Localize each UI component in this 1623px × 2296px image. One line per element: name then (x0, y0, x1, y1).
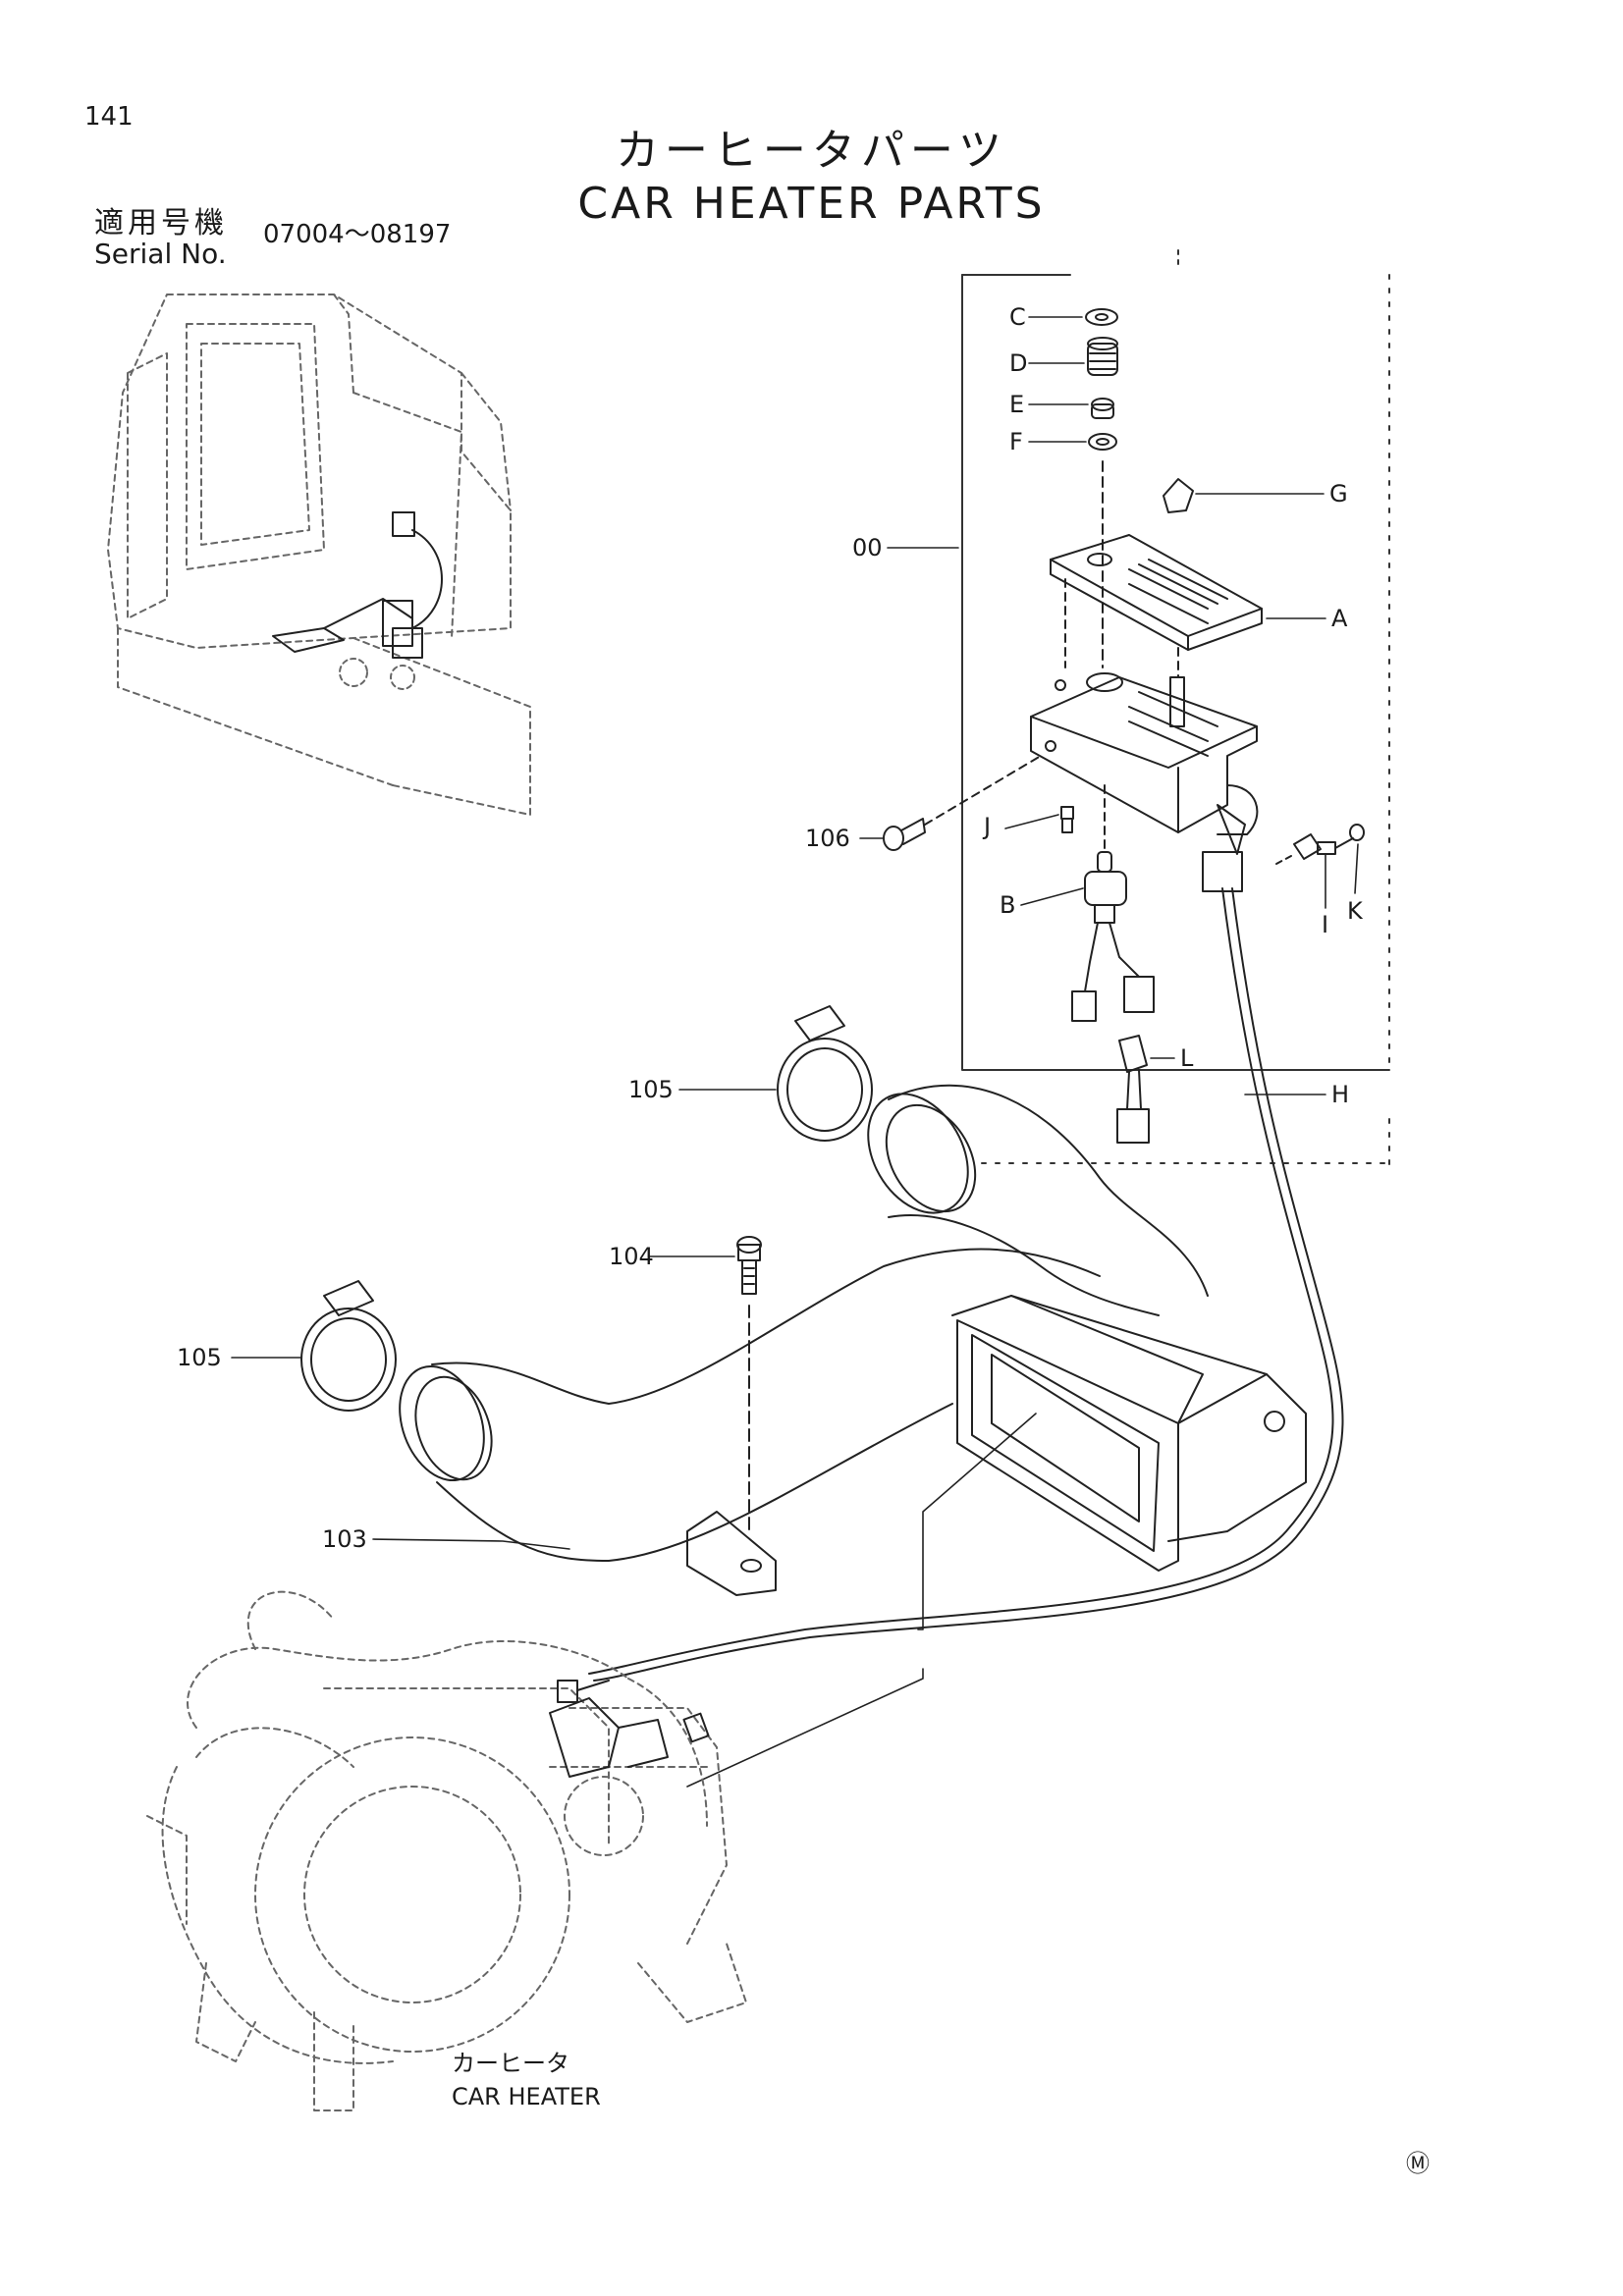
control-bracket (1030, 672, 1259, 892)
callout-f: F (1009, 428, 1023, 455)
callout-h: H (1331, 1081, 1350, 1108)
duct-103 (399, 1248, 1101, 1596)
duct-upper (867, 1084, 1209, 1316)
callout-j: J (984, 813, 992, 840)
serial-label-jp: 適用号機 (94, 206, 228, 240)
screw-j (1060, 806, 1074, 833)
callout-105-lower: 105 (177, 1344, 222, 1371)
cab-overview (107, 294, 531, 816)
heater-caption: CAR HEATER (452, 2083, 601, 2110)
cap-g (1163, 478, 1194, 513)
callout-106: 106 (805, 825, 850, 852)
cab-harness-detail (272, 511, 443, 690)
page-title-jp: カーヒータパーツ (615, 126, 1008, 176)
plate-a (1050, 534, 1263, 678)
connector-l (1116, 1035, 1150, 1144)
page-number: 141 (84, 102, 134, 132)
serial-label: Serial No. (94, 238, 227, 270)
callout-b: B (1000, 891, 1016, 919)
m-mark: Ⓜ (1406, 2150, 1430, 2177)
knob-parts (1085, 308, 1118, 668)
callout-105-upper: 105 (628, 1076, 674, 1103)
page-title: CAR HEATER PARTS (577, 179, 1046, 229)
clamp-105-upper (777, 1005, 873, 1142)
callout-d: D (1009, 349, 1028, 377)
clip-i-k (1275, 824, 1365, 865)
switch-b (1071, 784, 1155, 1022)
clamp-105-lower (300, 1280, 397, 1412)
callout-103: 103 (322, 1525, 367, 1553)
heater-caption-jp: カーヒータ (452, 2050, 569, 2077)
callout-a: A (1331, 605, 1348, 632)
outlet-box (951, 1295, 1307, 1572)
bolt-104 (736, 1236, 762, 1532)
callout-g: G (1329, 480, 1348, 507)
callout-l: L (1180, 1044, 1194, 1072)
car-heater-unit (146, 1590, 747, 2111)
callout-c: C (1009, 303, 1026, 331)
heater-valve (549, 1680, 710, 1778)
serial-range: 07004～08197 (263, 220, 452, 249)
callout-00: 00 (852, 534, 883, 561)
callout-k: K (1347, 897, 1363, 925)
assembly-box-00 (961, 249, 1390, 1169)
callout-104: 104 (609, 1243, 654, 1270)
callout-e: E (1009, 391, 1025, 418)
cable-h (588, 887, 1334, 1675)
leader-lines (231, 316, 1359, 1788)
callout-i: I (1322, 911, 1329, 938)
